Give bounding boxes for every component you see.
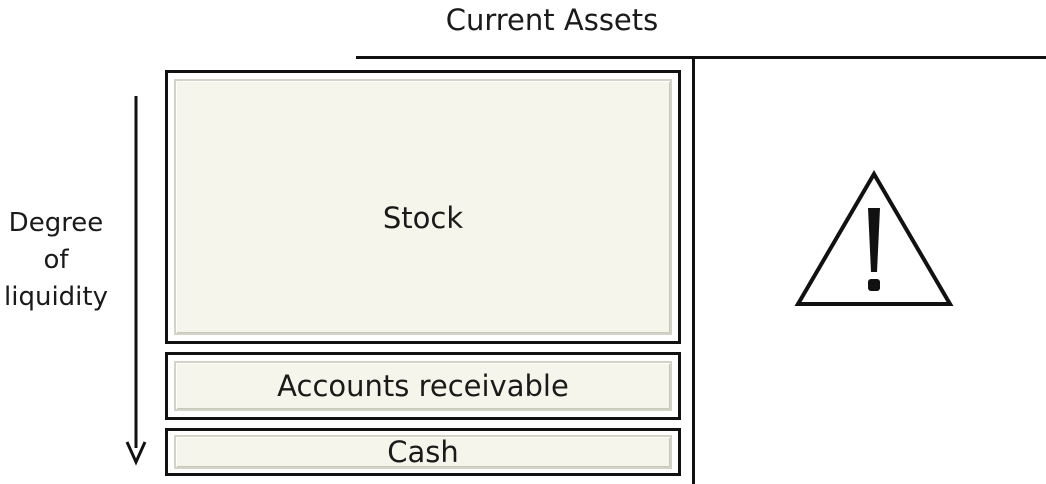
axis-label-line-2: of: [43, 245, 69, 275]
accounts-receivable-box: Accounts receivable: [165, 352, 681, 420]
title-underline: [356, 56, 1046, 59]
accounts-receivable-box-inner: Accounts receivable: [174, 361, 672, 411]
cash-label: Cash: [387, 435, 459, 469]
axis-label-line-1: Degree: [8, 208, 104, 238]
stock-label: Stock: [382, 201, 464, 235]
warning-icon: [794, 170, 954, 306]
cash-box: Cash: [165, 428, 681, 476]
divider-line: [692, 56, 695, 484]
cash-box-inner: Cash: [174, 435, 672, 469]
accounts-receivable-label: Accounts receivable: [277, 369, 569, 403]
diagram-title: Current Assets: [445, 3, 659, 37]
axis-label-line-3: liquidity: [4, 282, 108, 312]
stock-box-inner: Stock: [174, 79, 672, 335]
down-arrow-icon: [125, 96, 147, 466]
liquidity-axis-label: Degree of liquidity: [0, 205, 112, 316]
stock-box: Stock: [165, 70, 681, 344]
